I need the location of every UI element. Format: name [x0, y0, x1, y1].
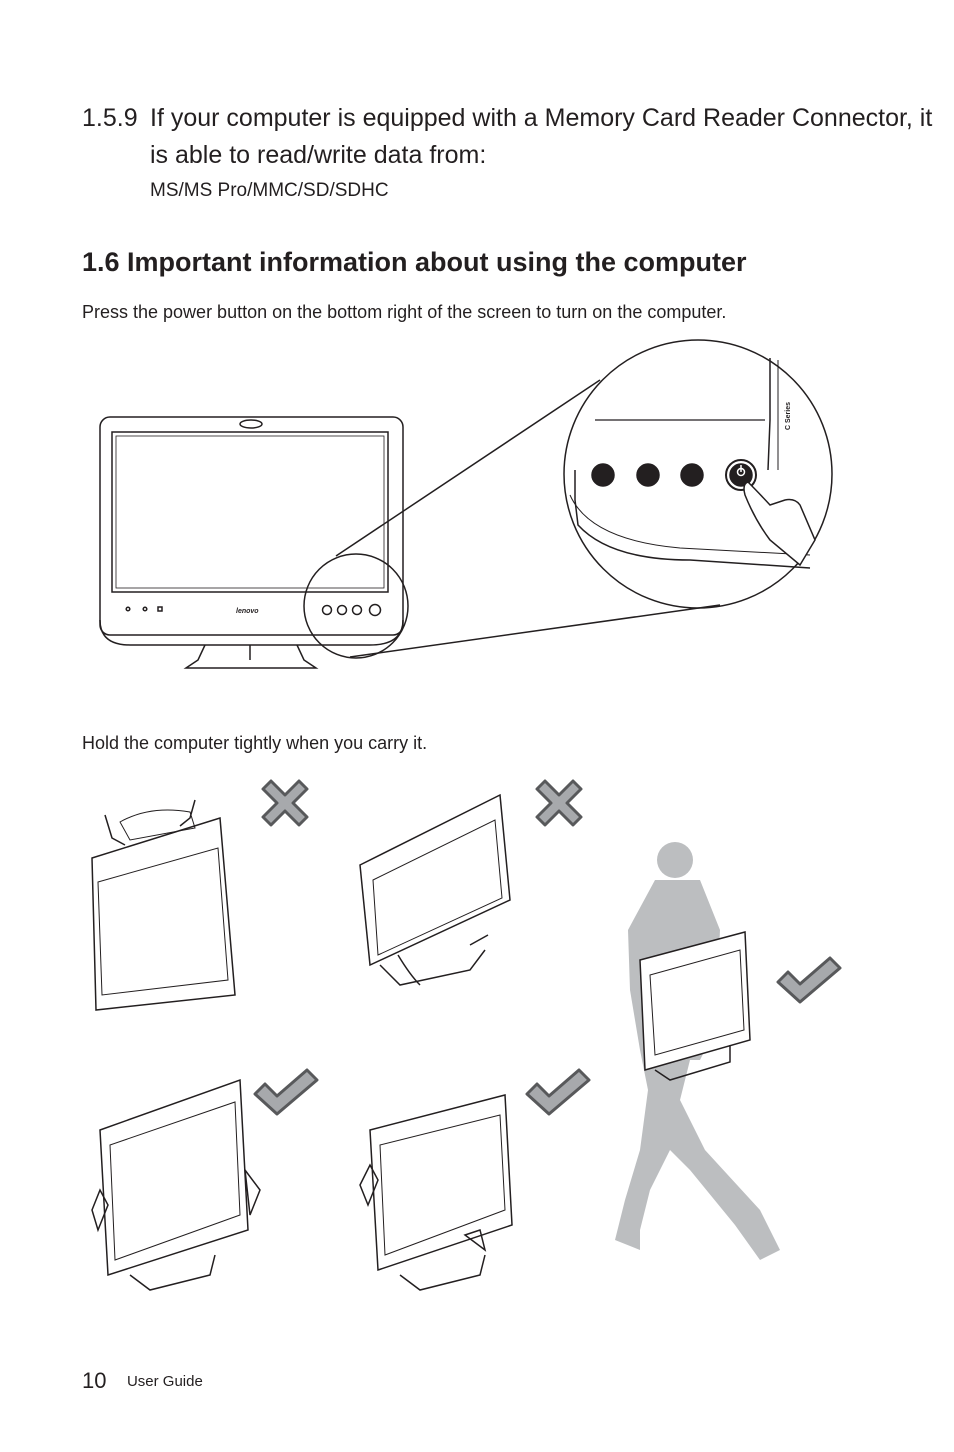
- carry-wrong-1: [91, 799, 236, 1011]
- zoom-power-button: [725, 459, 757, 491]
- wrong-icon-1: [261, 779, 309, 827]
- card-types-text: MS/MS Pro/MMC/SD/SDHC: [150, 180, 389, 201]
- monitor-power-button-illustration: C Series lenovo: [99, 339, 833, 669]
- carry-correct-1: [91, 1078, 261, 1291]
- correct-icon-3: [776, 956, 842, 1004]
- webcam: [239, 419, 263, 429]
- page-footer: 10 User Guide: [82, 1368, 203, 1394]
- zoom-button-3: [680, 463, 704, 487]
- section-1-6-heading: 1.6 Important information about using th…: [82, 247, 747, 277]
- correct-icon-2: [525, 1068, 591, 1116]
- section-number: 1.5.9: [82, 104, 138, 132]
- carrying-illustrations: [91, 779, 842, 1291]
- document-title: User Guide: [126, 1373, 203, 1390]
- button-2: [336, 604, 348, 616]
- zoom-button-1: [591, 463, 615, 487]
- brand-logo: lenovo: [236, 608, 259, 615]
- button-3: [351, 604, 363, 616]
- carry-correct-2: [359, 1094, 513, 1291]
- series-label: C Series: [785, 402, 792, 430]
- carry-wrong-2: [359, 793, 511, 986]
- correct-icon-1: [253, 1068, 319, 1116]
- section-title: If your computer is equipped with a Memo…: [150, 104, 933, 169]
- pressing-finger: [743, 481, 816, 567]
- zoom-callout-circle: [563, 339, 833, 609]
- power-instruction-text: Press the power button on the bottom rig…: [82, 302, 727, 322]
- monitor-body: [99, 416, 404, 636]
- power-button-small: [368, 603, 382, 617]
- carried-monitor: [639, 931, 751, 1081]
- zoom-area-small: [303, 553, 409, 659]
- button-1: [321, 604, 333, 616]
- monitor-screen: [111, 431, 389, 593]
- carry-instruction-text: Hold the computer tightly when you carry…: [82, 733, 428, 753]
- zoom-button-2: [636, 463, 660, 487]
- page-number: 10: [82, 1368, 107, 1393]
- wrong-icon-2: [535, 779, 583, 827]
